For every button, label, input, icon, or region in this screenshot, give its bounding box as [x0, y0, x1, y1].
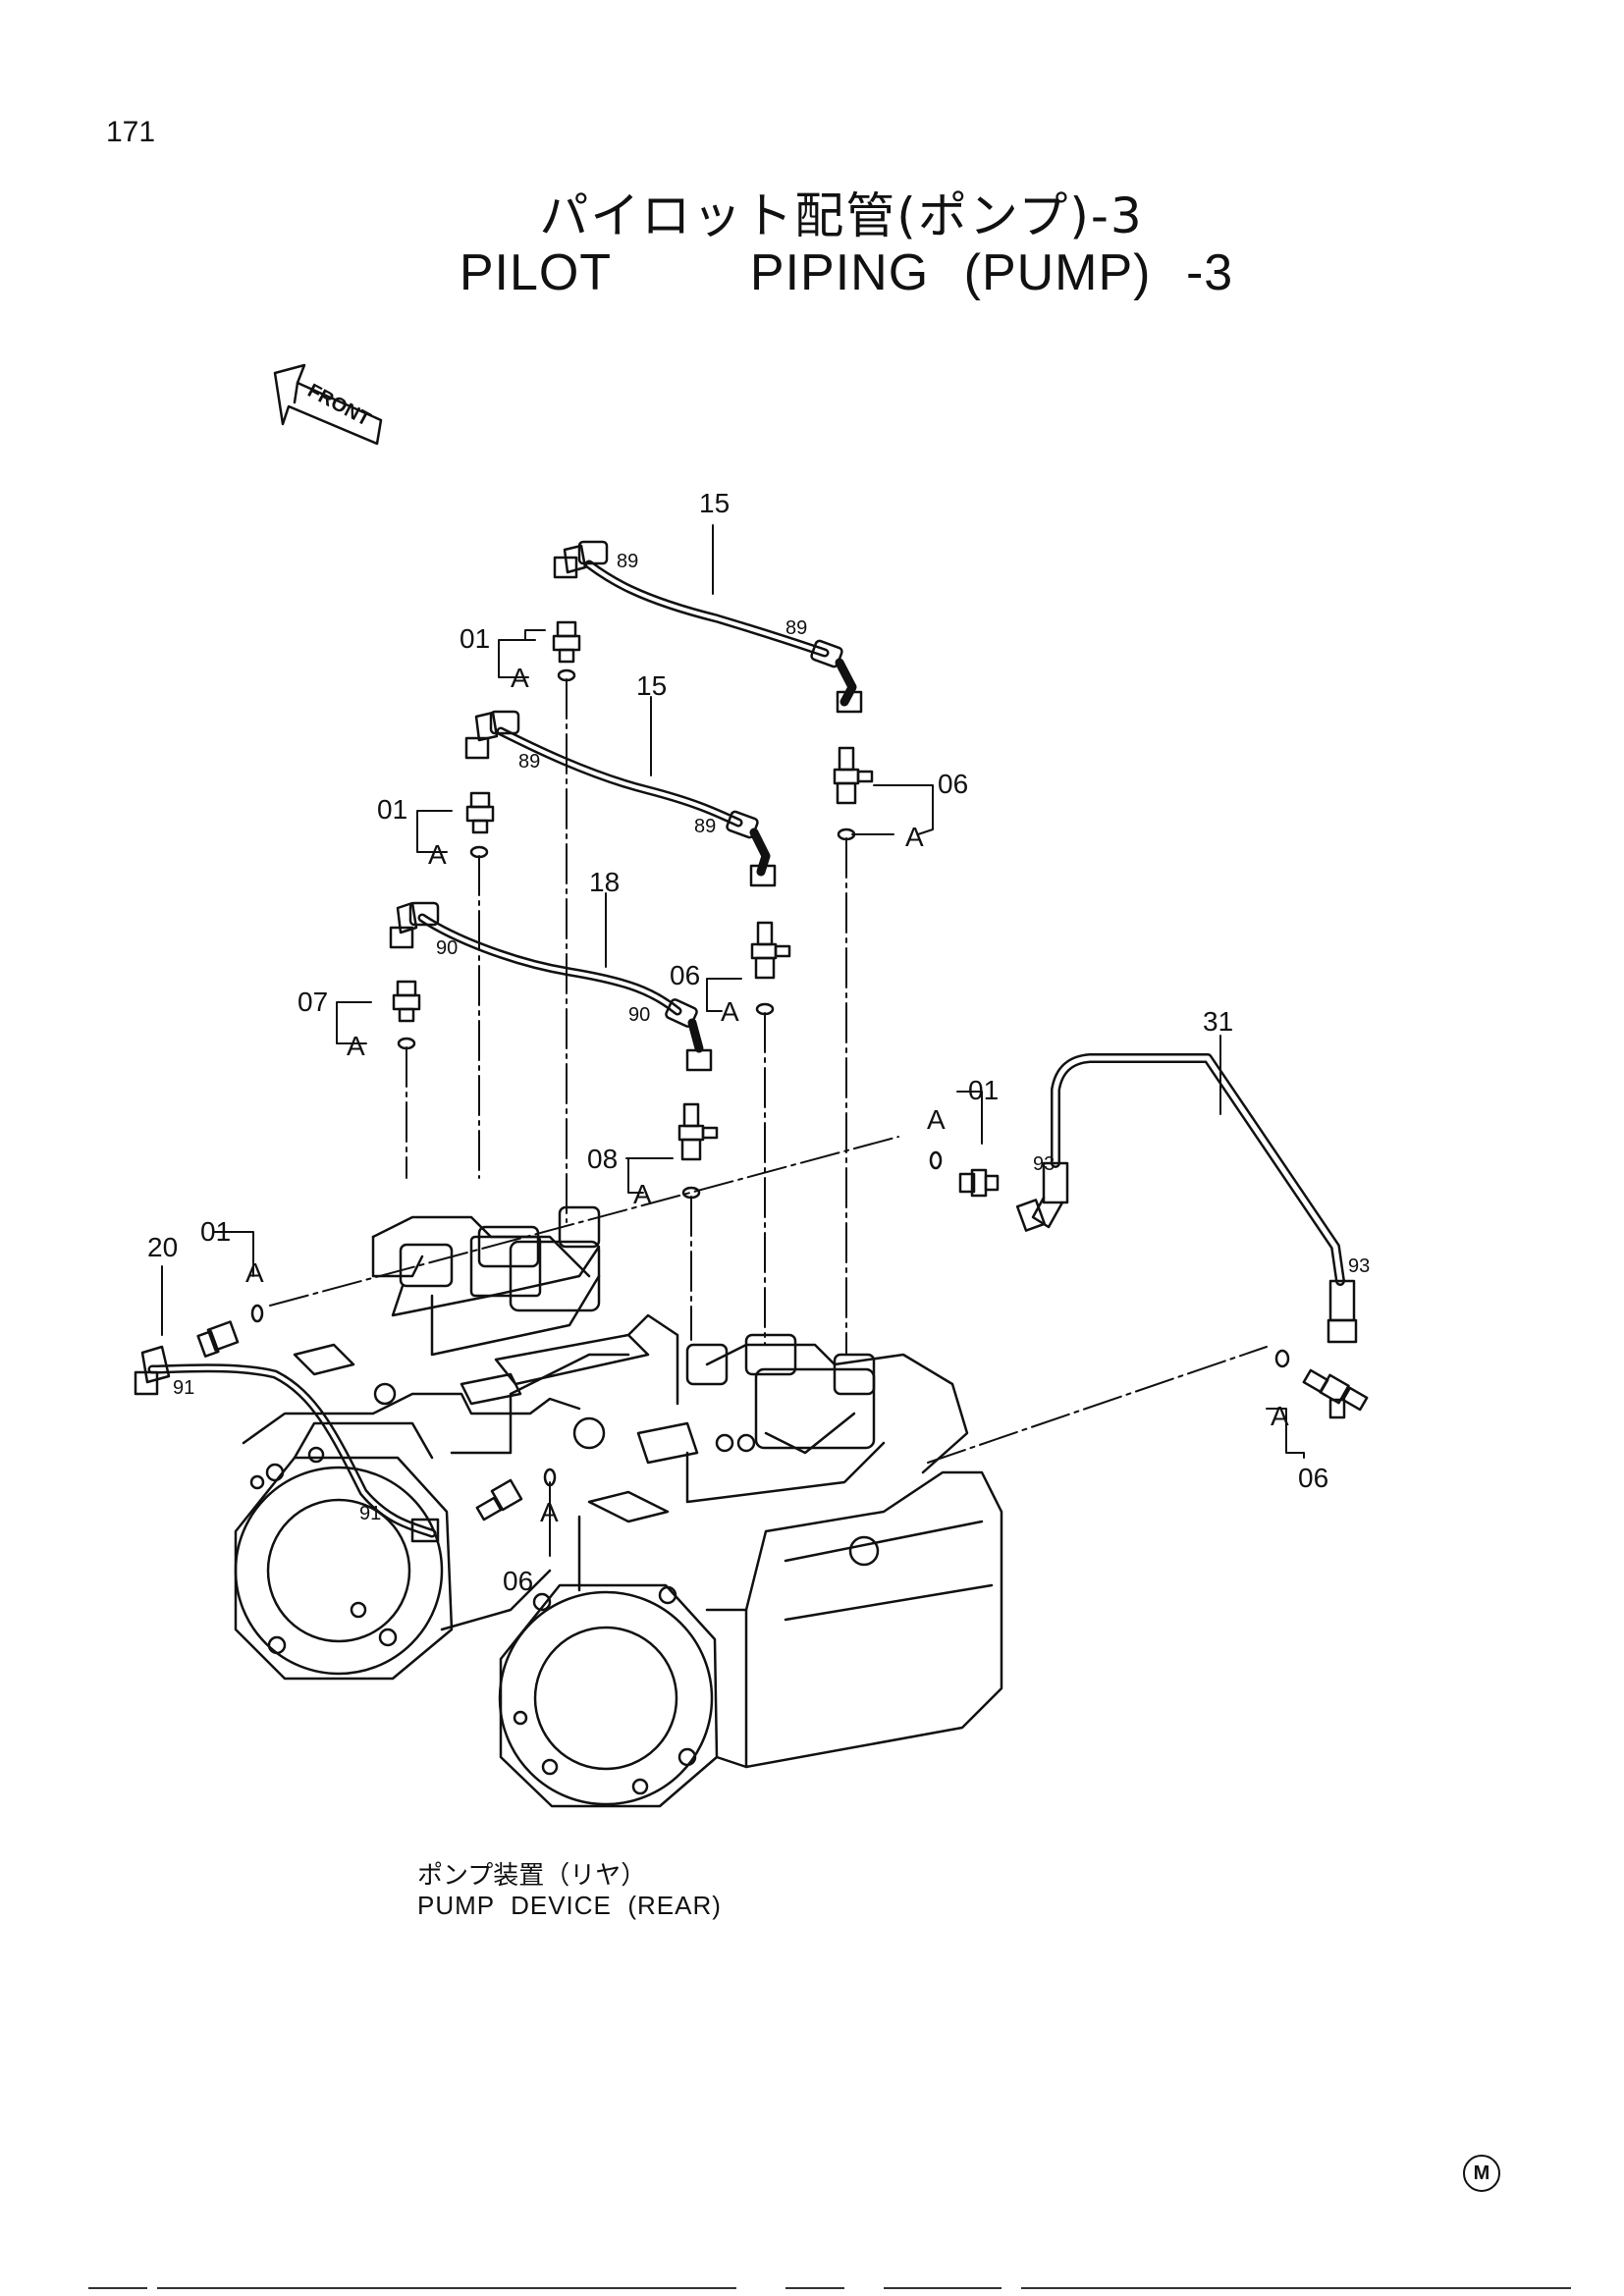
callout-15: 15: [699, 488, 730, 518]
callout-01: 01: [460, 623, 490, 654]
front-label: FRONT: [304, 380, 374, 431]
footer-rule: [88, 2287, 147, 2289]
callout-A: A: [511, 663, 529, 693]
pipe-31: [1015, 1053, 1358, 1344]
hose-end-label: 93: [1348, 1255, 1370, 1277]
hose-end-label: 89: [617, 551, 638, 572]
callout-06: 06: [1298, 1463, 1328, 1493]
fitting-08: [677, 1102, 719, 1200]
pipe-20: [134, 1345, 440, 1543]
page-number: 171: [106, 116, 156, 148]
hose-end-label: 89: [694, 816, 716, 837]
callout-A: A: [721, 996, 739, 1027]
callout-A: A: [428, 839, 447, 870]
fitting-01-top: [552, 620, 581, 682]
pipe-15-upper: [553, 540, 863, 714]
caption-en: PUMP DEVICE (REAR): [417, 1891, 722, 1920]
caption-jp: ポンプ装置（リヤ）: [417, 1861, 647, 1891]
front-arrow-icon: FRONT: [273, 363, 383, 446]
page-title-jp: パイロット配管(ポンプ)-3: [539, 187, 1144, 244]
callout-15: 15: [636, 670, 667, 701]
callout-18: 18: [589, 867, 620, 897]
pump-device-rear: [234, 1205, 1003, 1808]
callout-01: 01: [377, 794, 407, 825]
fitting-06-right: [1274, 1349, 1369, 1419]
footer-rule: [884, 2287, 1001, 2289]
hose-end-label: 89: [785, 617, 807, 639]
callout-07: 07: [298, 987, 328, 1017]
hose-end-label: 90: [628, 1004, 650, 1026]
fitting-07: [392, 980, 421, 1050]
leader-lines: [161, 524, 1305, 1557]
hose-end-label: 91: [359, 1503, 381, 1524]
callout-A: A: [905, 822, 924, 852]
fitting-01-left: [196, 1304, 264, 1358]
hose-end-label: 89: [518, 751, 540, 773]
callout-01: 01: [968, 1075, 999, 1105]
callout-labels: 15 15 18 31 20 01 01 01 01 07 08 06 06 0…: [147, 488, 1370, 1596]
footer-rule: [785, 2287, 844, 2289]
fitting-06-mid: [750, 921, 791, 1016]
pipe-15-lower: [464, 710, 777, 887]
fitting-01-mid: [465, 791, 495, 859]
callout-06: 06: [670, 960, 700, 990]
callout-A: A: [633, 1179, 652, 1209]
fitting-01-right: [929, 1150, 1000, 1198]
callout-A: A: [540, 1497, 559, 1527]
callout-06: 06: [938, 769, 968, 799]
fitting-06-upper: [833, 746, 874, 841]
corner-mark: M: [1463, 2155, 1500, 2192]
footer-rule: [1021, 2287, 1571, 2289]
callout-A: A: [245, 1257, 264, 1288]
page-title-en: PILOT PIPING (PUMP) -3: [459, 244, 1234, 301]
fitting-06-lower: [475, 1468, 557, 1522]
pipe-18: [389, 901, 713, 1072]
callout-01: 01: [200, 1216, 231, 1247]
callout-08: 08: [587, 1144, 618, 1174]
callout-A: A: [1271, 1401, 1289, 1431]
hose-end-label: 90: [436, 937, 458, 959]
callout-31: 31: [1203, 1006, 1233, 1037]
callout-20: 20: [147, 1232, 178, 1262]
hose-end-label: 91: [173, 1377, 194, 1399]
callout-A: A: [347, 1031, 365, 1061]
hose-end-label: 93: [1033, 1153, 1055, 1175]
footer-rule: [157, 2287, 736, 2289]
callout-A: A: [927, 1104, 946, 1135]
callout-06: 06: [503, 1566, 533, 1596]
